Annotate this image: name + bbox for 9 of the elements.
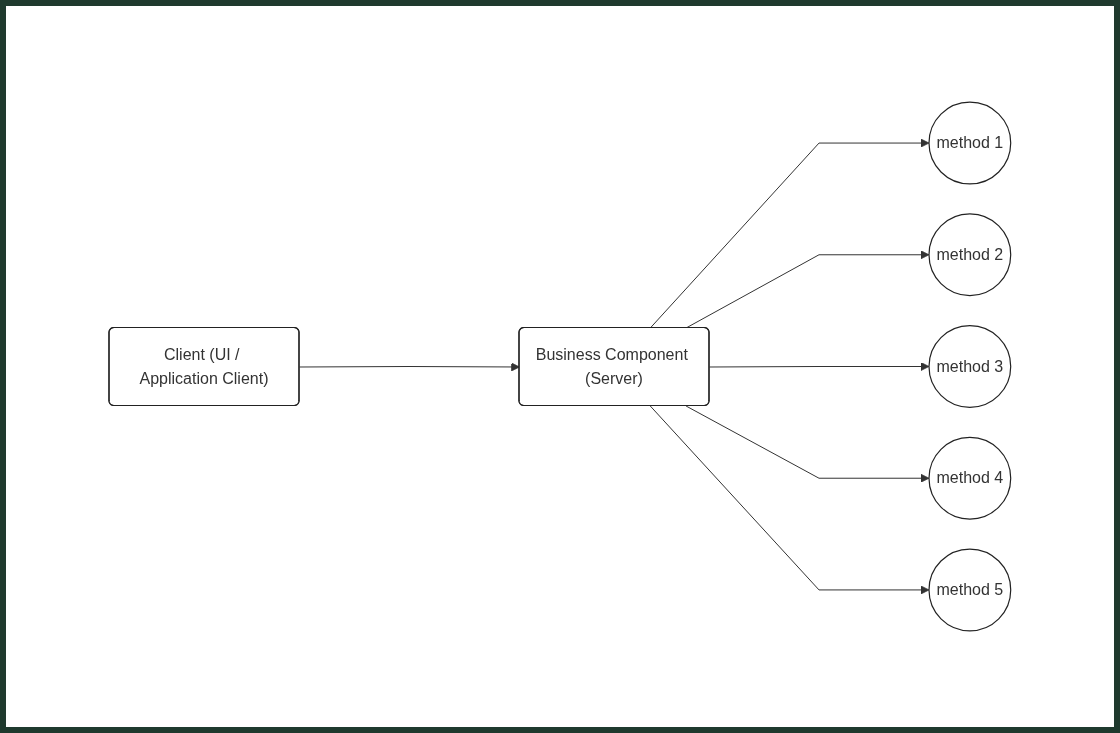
- arrow: [709, 362, 930, 371]
- node-circle: method 4: [928, 436, 1012, 520]
- node-circle: method 5: [928, 548, 1012, 632]
- node-circle: method 3: [928, 325, 1012, 408]
- node-circle: method 1: [928, 101, 1012, 185]
- arrow: [649, 405, 930, 595]
- node-circle: method 2: [928, 213, 1012, 297]
- arrow: [685, 405, 930, 483]
- arrow: [649, 138, 930, 329]
